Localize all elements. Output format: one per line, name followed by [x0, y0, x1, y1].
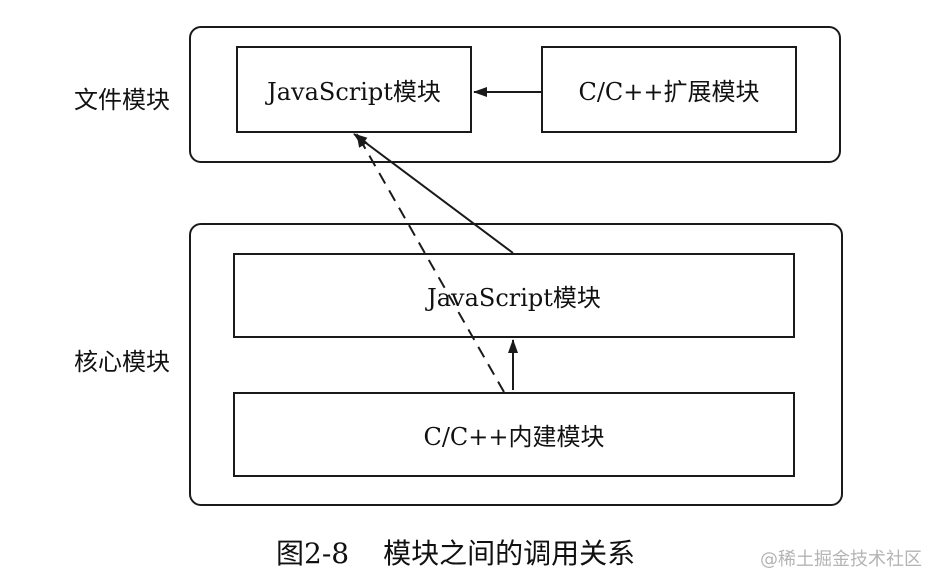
file-module-group [189, 26, 841, 163]
file-js-module: JavaScript模块 [236, 46, 472, 133]
cpp-builtin-module-label: C/C++内建模块 [423, 423, 605, 451]
watermark: @稀土掘金技术社区 [760, 549, 922, 570]
figure-caption: 图2-8 模块之间的调用关系 [276, 532, 635, 572]
arrow-core-js-to-file-js [353, 133, 514, 254]
figure-number: 图2-8 [276, 537, 350, 570]
cpp-extension-module-label: C/C++扩展模块 [578, 78, 760, 106]
arrow-cpp-builtin-to-file-js-dashed [356, 133, 505, 393]
core-js-module-label: JavaScript模块 [427, 284, 601, 312]
core-module-group-label: 核心模块 [74, 348, 170, 376]
file-module-group-label: 文件模块 [74, 86, 170, 114]
cpp-builtin-module: C/C++内建模块 [233, 392, 795, 477]
core-js-module: JavaScript模块 [233, 253, 795, 338]
file-js-module-label: JavaScript模块 [267, 78, 441, 106]
core-module-group [189, 223, 843, 506]
cpp-extension-module: C/C++扩展模块 [541, 46, 797, 133]
figure-title: 模块之间的调用关系 [383, 537, 636, 570]
